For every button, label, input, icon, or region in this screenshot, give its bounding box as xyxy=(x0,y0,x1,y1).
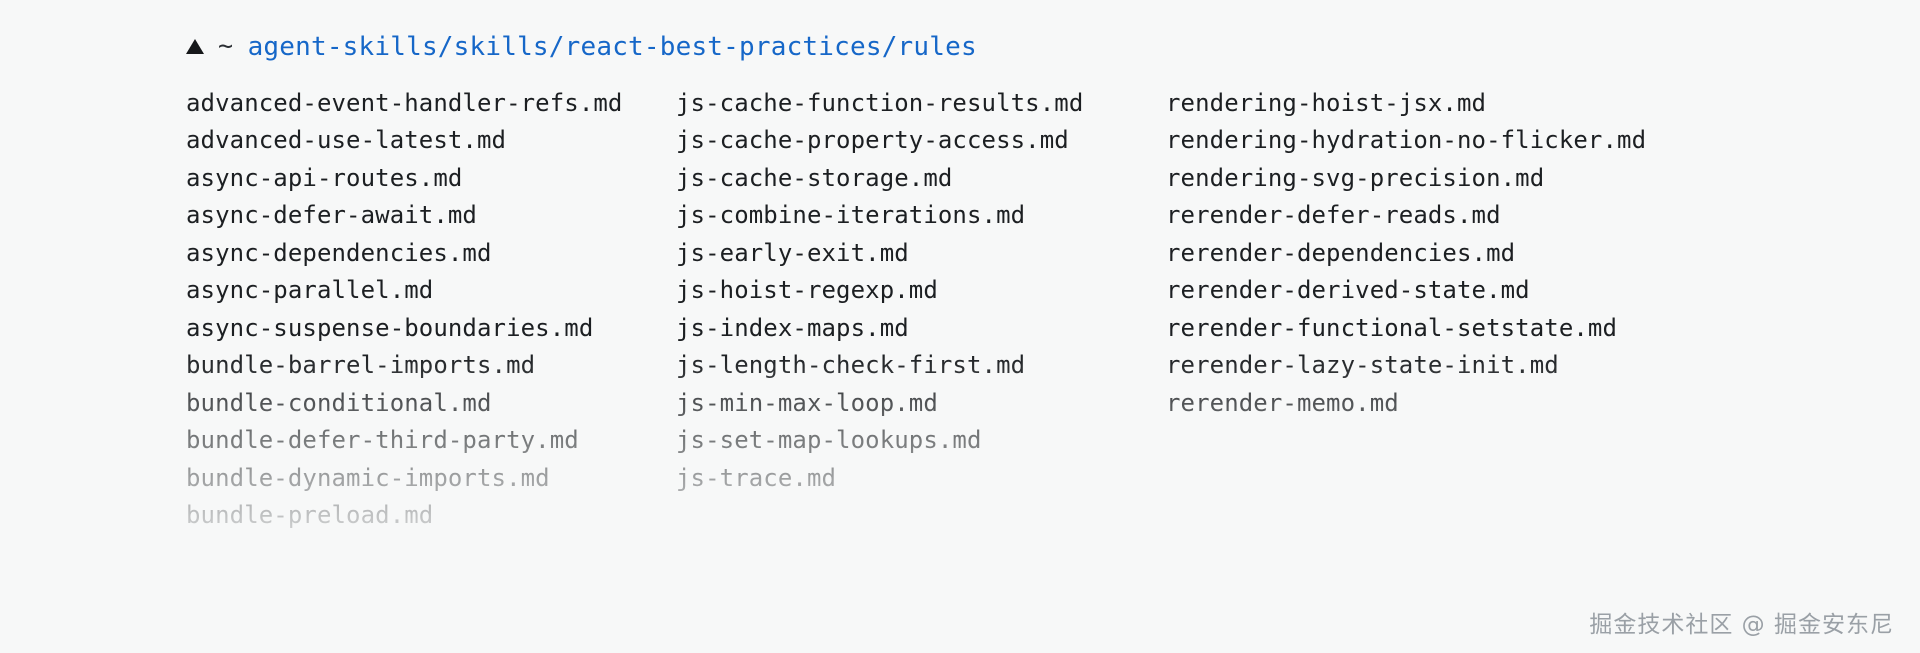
file-entry[interactable]: rendering-hydration-no-flicker.md xyxy=(1166,126,1647,155)
file-entry[interactable]: rerender-derived-state.md xyxy=(1166,276,1530,305)
file-column: rendering-hoist-jsx.md rendering-hydratio… xyxy=(1166,84,1786,422)
file-entry[interactable]: bundle-defer-third-party.md xyxy=(186,426,579,455)
file-entry[interactable]: js-cache-function-results.md xyxy=(676,88,1084,117)
file-column: js-cache-function-results.md js-cache-pro… xyxy=(676,84,1166,497)
file-entry[interactable]: js-cache-property-access.md xyxy=(676,126,1069,155)
file-entry[interactable]: js-set-map-lookups.md xyxy=(676,426,982,455)
file-entry[interactable]: js-length-check-first.md xyxy=(676,351,1026,380)
triangle-up-icon xyxy=(186,38,204,54)
file-entry[interactable]: js-early-exit.md xyxy=(676,238,909,267)
file-entry[interactable]: advanced-event-handler-refs.md xyxy=(186,88,623,117)
file-listing: advanced-event-handler-refs.md advanced-u… xyxy=(186,84,1866,534)
file-entry[interactable]: async-dependencies.md xyxy=(186,238,492,267)
file-entry[interactable]: js-trace.md xyxy=(676,463,837,492)
file-entry[interactable]: bundle-dynamic-imports.md xyxy=(186,463,550,492)
file-entry[interactable]: rerender-dependencies.md xyxy=(1166,238,1516,267)
file-entry[interactable]: js-hoist-regexp.md xyxy=(676,276,938,305)
file-entry[interactable]: bundle-conditional.md xyxy=(186,388,492,417)
file-entry[interactable]: bundle-barrel-imports.md xyxy=(186,351,536,380)
prompt-line: ~ agent-skills/skills/react-best-practic… xyxy=(186,30,977,64)
file-entry[interactable]: rerender-defer-reads.md xyxy=(1166,201,1501,230)
file-entry[interactable]: js-index-maps.md xyxy=(676,313,909,342)
file-column: advanced-event-handler-refs.md advanced-u… xyxy=(186,84,676,534)
file-entry[interactable]: rerender-memo.md xyxy=(1166,388,1399,417)
file-entry[interactable]: rendering-svg-precision.md xyxy=(1166,163,1545,192)
file-entry[interactable]: js-cache-storage.md xyxy=(676,163,953,192)
file-entry[interactable]: js-combine-iterations.md xyxy=(676,201,1026,230)
file-entry[interactable]: rendering-hoist-jsx.md xyxy=(1166,88,1487,117)
file-entry[interactable]: js-min-max-loop.md xyxy=(676,388,938,417)
file-entry[interactable]: async-parallel.md xyxy=(186,276,434,305)
file-entry[interactable]: async-suspense-boundaries.md xyxy=(186,313,594,342)
file-entry[interactable]: async-defer-await.md xyxy=(186,201,477,230)
home-symbol: ~ xyxy=(218,30,234,60)
file-entry[interactable]: rerender-functional-setstate.md xyxy=(1166,313,1618,342)
file-entry[interactable]: async-api-routes.md xyxy=(186,163,463,192)
file-entry[interactable]: rerender-lazy-state-init.md xyxy=(1166,351,1559,380)
file-entry[interactable]: bundle-preload.md xyxy=(186,501,434,530)
file-entry[interactable]: advanced-use-latest.md xyxy=(186,126,507,155)
breadcrumb-path[interactable]: agent-skills/skills/react-best-practices… xyxy=(247,32,977,62)
watermark: 掘金技术社区 @ 掘金安东尼 xyxy=(1589,612,1894,638)
